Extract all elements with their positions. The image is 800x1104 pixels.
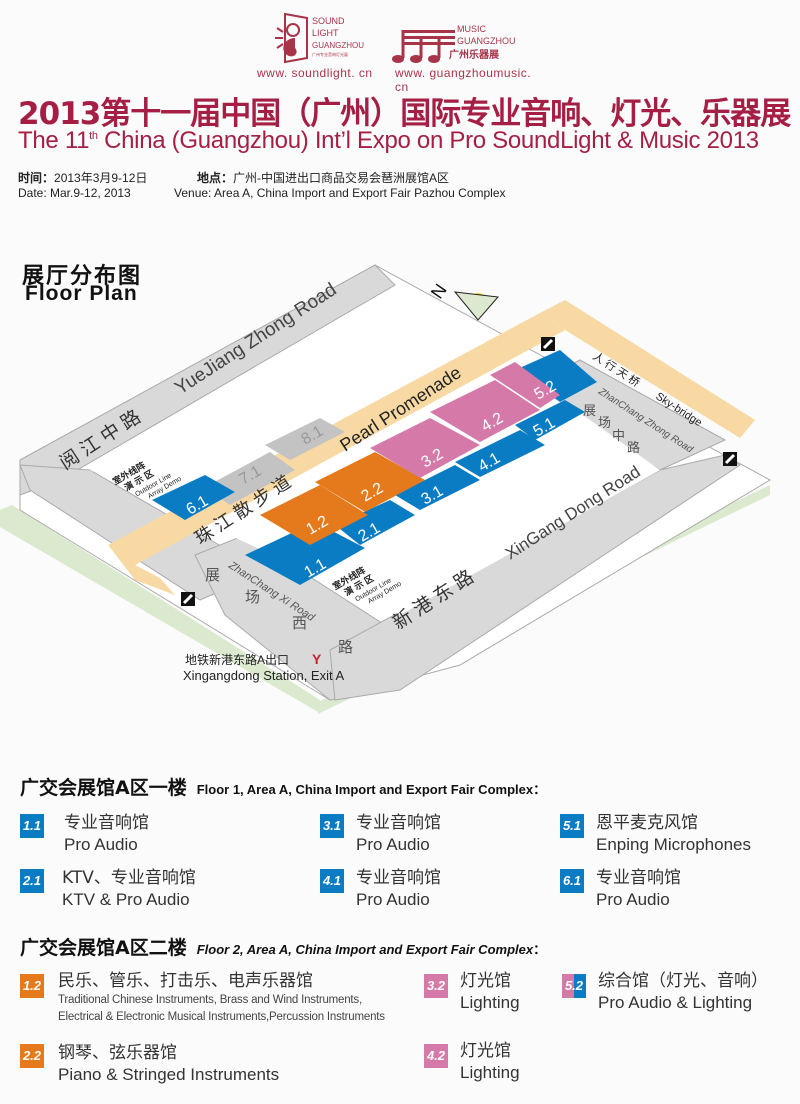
svg-text:GUANGZHOU: GUANGZHOU	[312, 41, 364, 50]
hall-badge: 6.1	[560, 869, 584, 893]
hall-5-1[interactable]	[515, 400, 585, 440]
hall-8-1[interactable]	[265, 418, 345, 460]
svg-text:MUSIC: MUSIC	[457, 24, 487, 34]
hall-3-1[interactable]	[395, 465, 480, 510]
hall-badge: 2.2	[20, 1044, 44, 1068]
hall-4-1[interactable]	[455, 430, 545, 477]
hall-2-2[interactable]	[315, 452, 425, 512]
hall-badge: 1.2	[20, 974, 44, 998]
svg-text:SOUND: SOUND	[312, 16, 345, 26]
svg-text:展: 展	[205, 567, 220, 584]
page-title-en: The 11th China (Guangzhou) Int’l Expo on…	[18, 127, 759, 154]
date-info-en: Date: Mar.9-12, 2013	[18, 186, 131, 200]
hall-4-2[interactable]	[430, 380, 540, 442]
yuejiang-road	[19, 264, 396, 496]
hall-5-2-pink[interactable]	[490, 362, 560, 408]
hall-badge: 4.1	[320, 869, 344, 893]
guangzhoumusic-url[interactable]: www. guangzhoumusic. cn	[395, 66, 532, 94]
hall-3-2[interactable]	[370, 418, 480, 478]
svg-text:路: 路	[338, 639, 353, 656]
floor-plan-title-cn: 展厅分布图	[22, 264, 143, 289]
floor-plan-title-en: Floor Plan	[25, 282, 138, 305]
svg-text:场: 场	[598, 415, 611, 430]
page-title-cn: 2013第十一届中国（广州）国际专业音响、灯光、乐器展	[18, 96, 791, 132]
venue-info-en: Venue: Area A, China Import and Export F…	[174, 186, 506, 200]
pearl-promenade	[108, 313, 565, 595]
hall-badge: 2.1	[20, 869, 44, 893]
time-info-cn: 时间：2013年3月9-12日	[18, 171, 148, 185]
hall-badge: 1.1	[20, 814, 44, 838]
escalator-icon	[181, 592, 195, 606]
metro-label-cn: 地铁新港东路A出口	[185, 652, 289, 667]
svg-text:广州专业音响灯光展: 广州专业音响灯光展	[312, 51, 348, 57]
hall-badge: 3.1	[320, 814, 344, 838]
hall-6-1[interactable]	[152, 475, 235, 520]
sound-light-logo: SOUND LIGHT GUANGZHOU 广州专业音响灯光展	[275, 12, 364, 64]
escalator-icon	[723, 452, 737, 466]
outdoor-demo-west: 室外线阵 演 示 区 Outdoor Line Array Demo	[111, 459, 183, 500]
svg-text:展: 展	[583, 403, 596, 418]
svg-text:中: 中	[612, 428, 625, 443]
svg-text:路: 路	[627, 440, 640, 455]
hall-1-2[interactable]	[260, 485, 368, 545]
svg-text:西: 西	[292, 615, 307, 632]
hall-badge: 5.1	[560, 814, 584, 838]
svg-text:广州乐器展: 广州乐器展	[449, 48, 499, 61]
escalator-icon	[541, 337, 555, 351]
sky-bridge	[540, 300, 755, 438]
hall-badge: 4.2	[424, 1044, 448, 1068]
hall-badge: 3.2	[424, 974, 448, 998]
hall-1-1[interactable]	[245, 522, 365, 585]
logo-banner: SOUND LIGHT GUANGZHOU 广州专业音响灯光展 MUSIC GU…	[255, 8, 545, 94]
metro-icon: Y	[312, 651, 322, 667]
venue-info-cn: 地点：广州-中国进出口商品交易会琶洲展馆A区	[197, 171, 450, 185]
svg-text:场: 场	[245, 589, 260, 606]
music-guangzhou-logo: MUSIC GUANGZHOU 广州乐器展	[392, 24, 516, 63]
green-belt	[0, 505, 320, 712]
floor-plan-map: 7.1 8.1 6.1 1.1 2.1 3.1 4.1 5.1 1.2 2.2 …	[0, 264, 772, 714]
hall-badge: 5.2	[562, 974, 586, 998]
hall-2-1[interactable]	[335, 500, 415, 545]
metro-label-en: Xingangdong Station, Exit A	[183, 668, 345, 683]
hall-5-2-blue[interactable]	[515, 350, 597, 402]
svg-text:LIGHT: LIGHT	[312, 28, 339, 38]
svg-text:GUANGZHOU: GUANGZHOU	[457, 36, 516, 46]
soundlight-url[interactable]: www. soundlight. cn	[257, 66, 373, 80]
